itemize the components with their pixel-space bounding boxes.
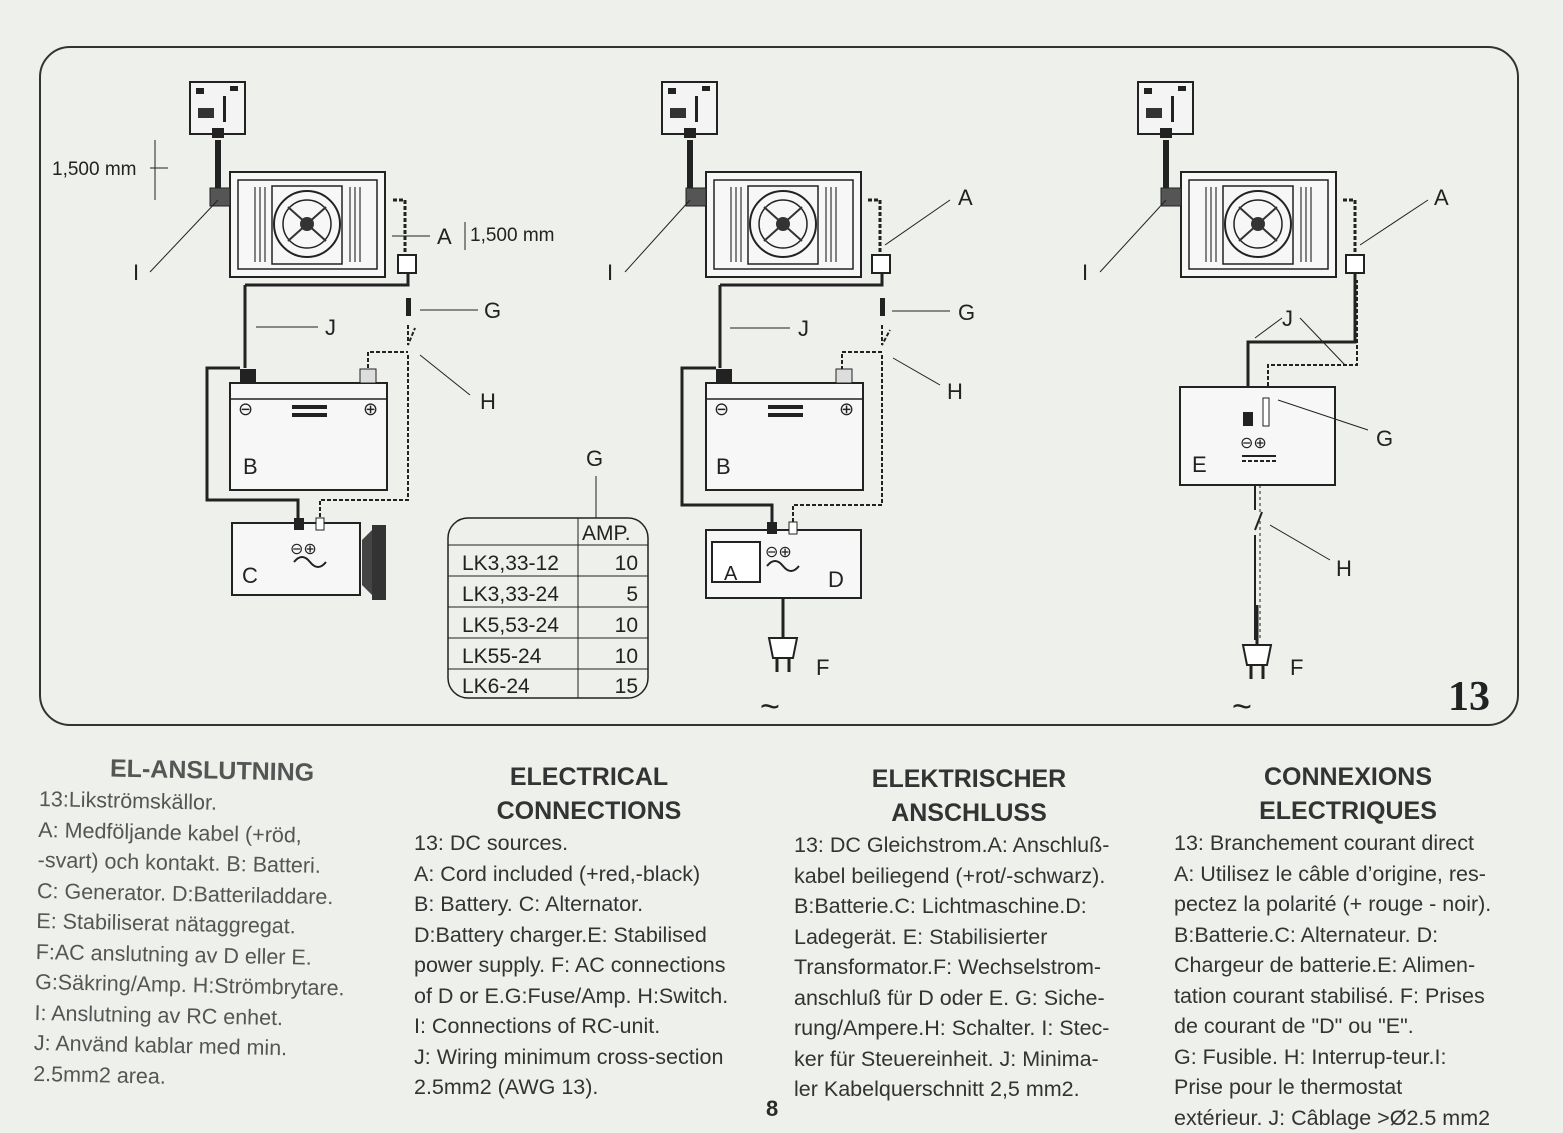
label-b: B [716,454,731,479]
fuse-amp-table: G AMP. LK3,33-12 10 LK3,33-24 5 LK5,53-2… [448,446,648,698]
column-header-amp: AMP. [582,522,631,545]
table-cell-model: LK6-24 [462,675,530,698]
ac-symbol: ~ [1232,688,1252,726]
section-german: ELEKTRISCHER ANSCHLUSS 13: DC Gleichstro… [794,762,1144,1105]
table-cell-model: LK5,53-24 [462,614,559,637]
label-d: D [828,567,844,592]
text-line: 13: DC sources. [414,828,764,859]
text-line: kabel beiliegend (+rot/-schwarz). [794,861,1144,892]
figure-number: 13 [1448,674,1490,720]
section-english: ELECTRICAL CONNECTIONS 13: DC sources. A… [414,760,764,1103]
label-a: A [437,224,452,249]
table-cell-model: LK3,33-12 [462,552,559,575]
label-g: G [484,298,501,323]
table-cell-amp: 10 [615,645,638,668]
label-j: J [1282,306,1293,331]
label-b: B [243,454,258,479]
text-line: 13: Branchement courant direct [1174,828,1522,859]
label-i: I [607,260,613,285]
table-label-g: G [586,446,603,471]
label-i: I [133,260,139,285]
text-line: A: Utilisez le câble d’origine, res- [1174,859,1522,890]
section-title: ELECTRIQUES [1174,794,1522,828]
label-a: A [958,185,973,210]
text-line: of D or E.G:Fuse/Amp. H:Switch. [414,981,764,1012]
text-line: B: Battery. C: Alternator. [414,889,764,920]
diagram-alternator: 1,500 mm I A 1,500 mm G J H B ⊖⊕ C [52,82,554,600]
text-line: rung/Ampere.H: Schalter. I: Stec- [794,1013,1144,1044]
label-h: H [480,389,496,414]
text-line: Ladegerät. E: Stabilisierter [794,922,1144,953]
text-line: 2.5mm2 area. [33,1058,379,1096]
ac-symbol: ~ [760,688,780,726]
text-line: B:Batterie.C: Alternateur. D: [1174,920,1522,951]
text-line: B:Batterie.C: Lichtmaschine.D: [794,891,1144,922]
table-cell-model: LK3,33-24 [462,583,559,606]
label-g: G [958,300,975,325]
table-cell-model: LK55-24 [462,645,542,668]
label-f: F [1290,655,1303,680]
text-line: ker für Steuereinheit. J: Minima- [794,1044,1144,1075]
section-swedish: EL-ANSLUTNING 13:Likströmskällor. A: Med… [33,750,385,1096]
label-g: G [1376,426,1393,451]
table-cell-amp: 10 [615,552,638,575]
text-line: G: Fusible. H: Interrup-teur.I: [1174,1042,1522,1073]
diagram-power-supply: I A J ⊖⊕ G E H F ~ [1082,82,1449,726]
label-a: A [1434,185,1449,210]
label-f: F [816,655,829,680]
text-line: A: Cord included (+red,-black) [414,859,764,890]
text-line: Transformator.F: Wechselstrom- [794,952,1144,983]
label-h: H [1336,556,1352,581]
diagram-battery-charger: I A G J H B ⊖⊕ A D F ~ [607,82,975,726]
dimension-label: 1,500 mm [470,225,554,246]
table-cell-amp: 15 [615,675,638,698]
section-title: ELECTRICAL [414,760,764,794]
label-i: I [1082,260,1088,285]
table-cell-amp: 5 [626,583,638,606]
wiring-diagram-figure: ⊖⊕ 1,500 mm I A 1,500 mm G J [0,0,1563,745]
label-c: C [242,563,258,588]
section-french: CONNEXIONS ELECTRIQUES 13: Branchement c… [1174,760,1522,1133]
ammeter-label: A [724,563,738,585]
svg-text:⊖⊕: ⊖⊕ [290,541,317,558]
section-title: CONNEXIONS [1174,760,1522,794]
text-line: de courant de "D" ou "E". [1174,1011,1522,1042]
section-title: CONNECTIONS [414,794,764,828]
text-line: pectez la polarité (+ rouge - noir). [1174,889,1522,920]
section-title: ELEKTRISCHER [794,762,1144,796]
dimension-label: 1,500 mm [52,159,136,180]
text-line: Prise pour le thermostat [1174,1072,1522,1103]
text-line: 13: DC Gleichstrom.A: Anschluß- [794,830,1144,861]
section-title: ANSCHLUSS [794,796,1144,830]
text-line: I: Connections of RC-unit. [414,1011,764,1042]
text-line: D:Battery charger.E: Stabilised [414,920,764,951]
label-h: H [947,379,963,404]
label-j: J [798,316,809,341]
text-line: J: Wiring minimum cross-section [414,1042,764,1073]
text-line: tation courant stabilisé. F: Prises [1174,981,1522,1012]
text-line: Chargeur de batterie.E: Alimen- [1174,950,1522,981]
text-line: power supply. F: AC connections [414,950,764,981]
text-line: ler Kabelquerschnitt 2,5 mm2. [794,1074,1144,1105]
text-line: anschluß für D oder E. G: Siche- [794,983,1144,1014]
svg-text:⊖⊕: ⊖⊕ [1240,435,1267,452]
svg-text:⊖⊕: ⊖⊕ [765,544,792,561]
table-cell-amp: 10 [615,614,638,637]
label-j: J [325,315,336,340]
page-number: 8 [766,1096,778,1122]
label-e: E [1192,452,1207,477]
text-line: 2.5mm2 (AWG 13). [414,1072,764,1103]
